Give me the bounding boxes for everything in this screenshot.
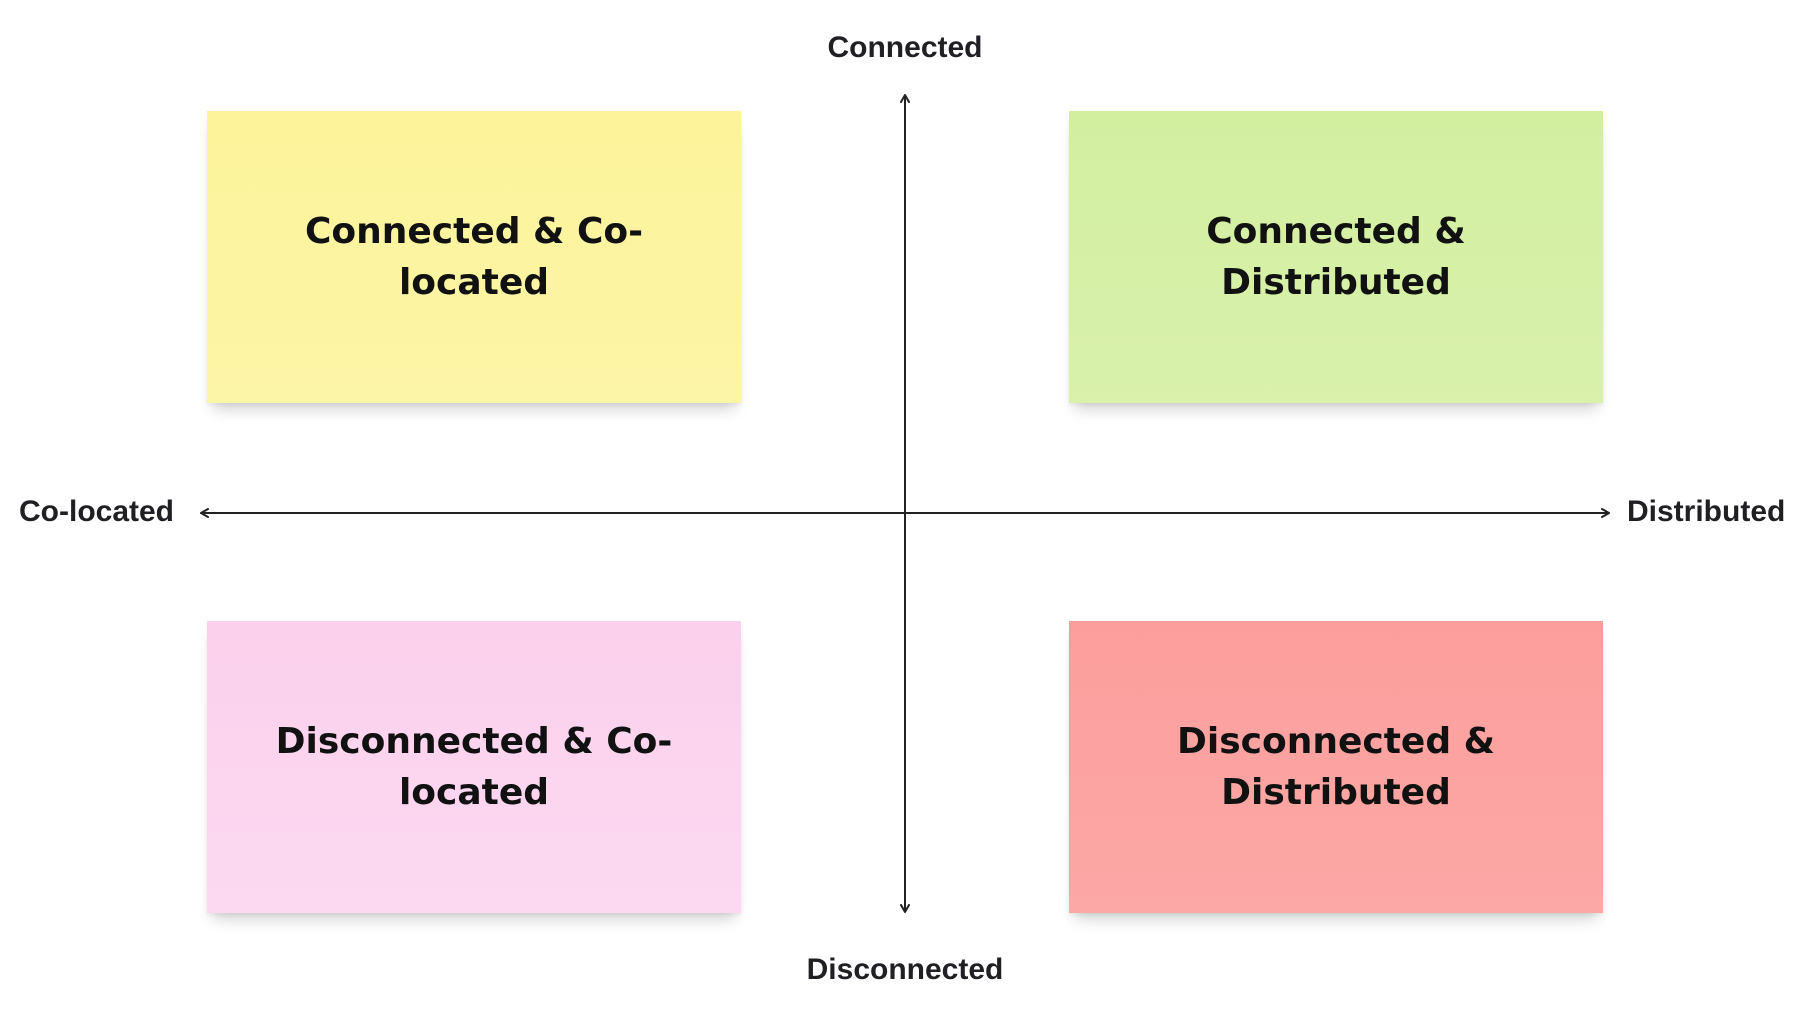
sticky-note-top-right[interactable]: Connected & Distributed <box>1069 111 1603 403</box>
axis-label-bottom: Disconnected <box>806 953 1004 986</box>
sticky-note-label: Connected & Distributed <box>1206 211 1466 303</box>
sticky-note-bottom-left[interactable]: Disconnected & Co-located <box>207 621 741 913</box>
sticky-note-label: Disconnected & Distributed <box>1176 721 1496 813</box>
sticky-note-label: Connected & Co-located <box>304 211 644 303</box>
sticky-note-bottom-right[interactable]: Disconnected & Distributed <box>1069 621 1603 913</box>
axis-label-left: Co-located <box>19 495 175 528</box>
sticky-note-label: Disconnected & Co-located <box>275 721 673 813</box>
sticky-note-top-left[interactable]: Connected & Co-located <box>207 111 741 403</box>
axis-label-right: Distributed <box>1627 495 1786 528</box>
axis-label-top: Connected <box>827 31 983 64</box>
